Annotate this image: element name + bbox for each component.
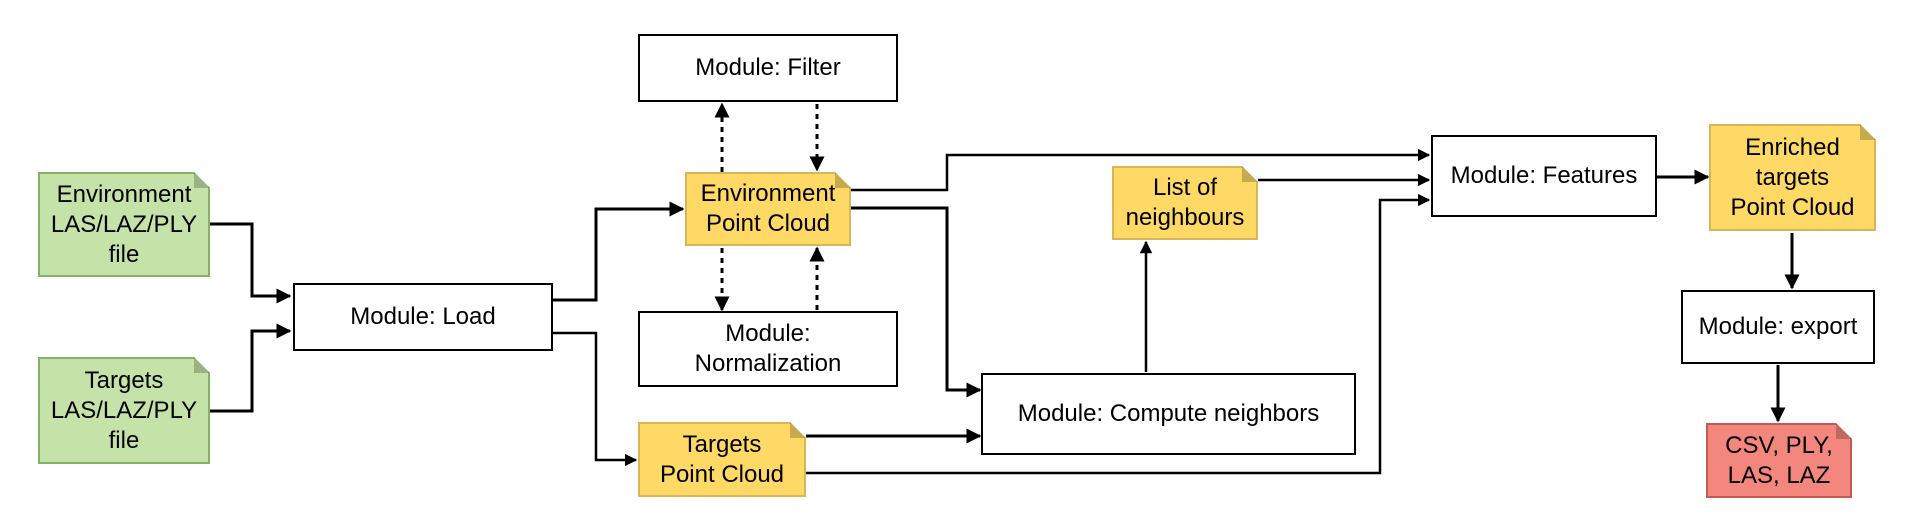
normalization-module-label: Module: Normalization — [694, 320, 842, 377]
normalization-module-node: Module: Normalization — [638, 311, 898, 387]
features-module-node: Module: Features — [1431, 135, 1657, 217]
targets-file-label: Targets LAS/LAZ/PLY file — [50, 366, 198, 454]
targets-point-cloud-node: Targets Point Cloud — [638, 422, 806, 497]
environment-point-cloud-node: Environment Point Cloud — [685, 172, 851, 246]
edge-targets-file-to-load — [210, 323, 292, 413]
enriched-targets-node: Enriched targets Point Cloud — [1709, 124, 1876, 231]
edge-env-pc-to-features — [851, 148, 1431, 192]
edge-load-to-env-pc — [553, 201, 685, 302]
list-of-neighbours-label: List of neighbours — [1125, 174, 1245, 231]
filter-module-node: Module: Filter — [638, 34, 898, 102]
load-module-node: Module: Load — [293, 283, 553, 351]
export-module-label: Module: export — [1698, 313, 1858, 340]
environment-file-label: Environment LAS/LAZ/PLY file — [50, 180, 198, 268]
targets-file-node: Targets LAS/LAZ/PLY file — [38, 357, 210, 464]
output-formats-label: CSV, PLY, LAS, LAZ — [1725, 431, 1833, 489]
output-formats-node: CSV, PLY, LAS, LAZ — [1706, 423, 1852, 498]
edge-env-file-to-load — [210, 222, 292, 304]
filter-module-label: Module: Filter — [695, 54, 841, 81]
load-module-label: Module: Load — [350, 303, 496, 330]
compute-neighbors-module-label: Module: Compute neighbors — [1017, 400, 1320, 427]
enriched-targets-label: Enriched targets Point Cloud — [1730, 133, 1855, 221]
compute-neighbors-module-node: Module: Compute neighbors — [981, 373, 1356, 455]
targets-point-cloud-label: Targets Point Cloud — [659, 430, 785, 488]
features-module-label: Module: Features — [1450, 162, 1638, 189]
environment-point-cloud-label: Environment Point Cloud — [700, 180, 836, 237]
edge-targets-pc-to-features — [806, 193, 1431, 475]
edge-env-pc-to-compute-neighbors — [851, 206, 982, 398]
edge-load-to-targets-pc — [553, 331, 638, 467]
export-module-node: Module: export — [1681, 290, 1875, 364]
environment-file-node: Environment LAS/LAZ/PLY file — [38, 172, 210, 277]
list-of-neighbours-node: List of neighbours — [1112, 166, 1258, 240]
